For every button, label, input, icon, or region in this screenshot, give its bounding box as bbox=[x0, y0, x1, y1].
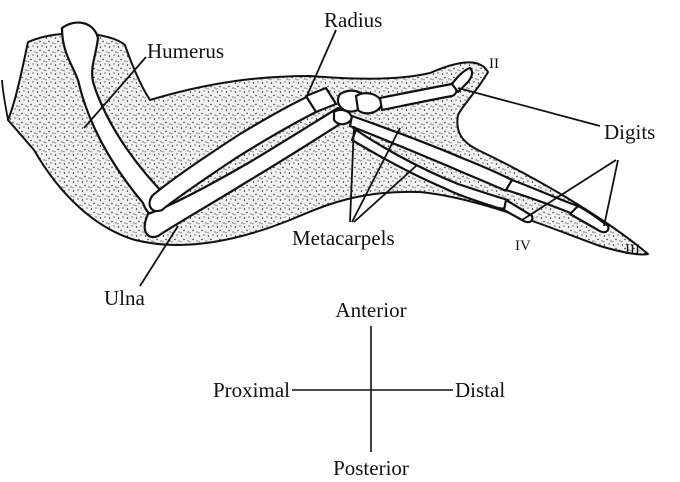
digit-iv-label: IV bbox=[515, 238, 531, 254]
radius-label: Radius bbox=[324, 8, 382, 32]
wing-tissue bbox=[2, 33, 648, 254]
compass-proximal-label: Proximal bbox=[213, 378, 290, 402]
digits-label: Digits bbox=[604, 120, 655, 144]
metacarpels-label: Metacarpels bbox=[292, 226, 395, 250]
digit-iii-label: III bbox=[625, 242, 640, 258]
compass-posterior-label: Posterior bbox=[333, 456, 409, 480]
digits-leader-1 bbox=[458, 88, 600, 126]
orientation-compass: Anterior Posterior Proximal Distal bbox=[213, 298, 505, 480]
ulna-label: Ulna bbox=[104, 286, 146, 310]
humerus-label: Humerus bbox=[147, 39, 224, 63]
compass-anterior-label: Anterior bbox=[335, 298, 406, 322]
digits-leader-3 bbox=[604, 160, 618, 226]
digit-ii-label: II bbox=[489, 56, 499, 72]
compass-distal-label: Distal bbox=[455, 378, 505, 402]
